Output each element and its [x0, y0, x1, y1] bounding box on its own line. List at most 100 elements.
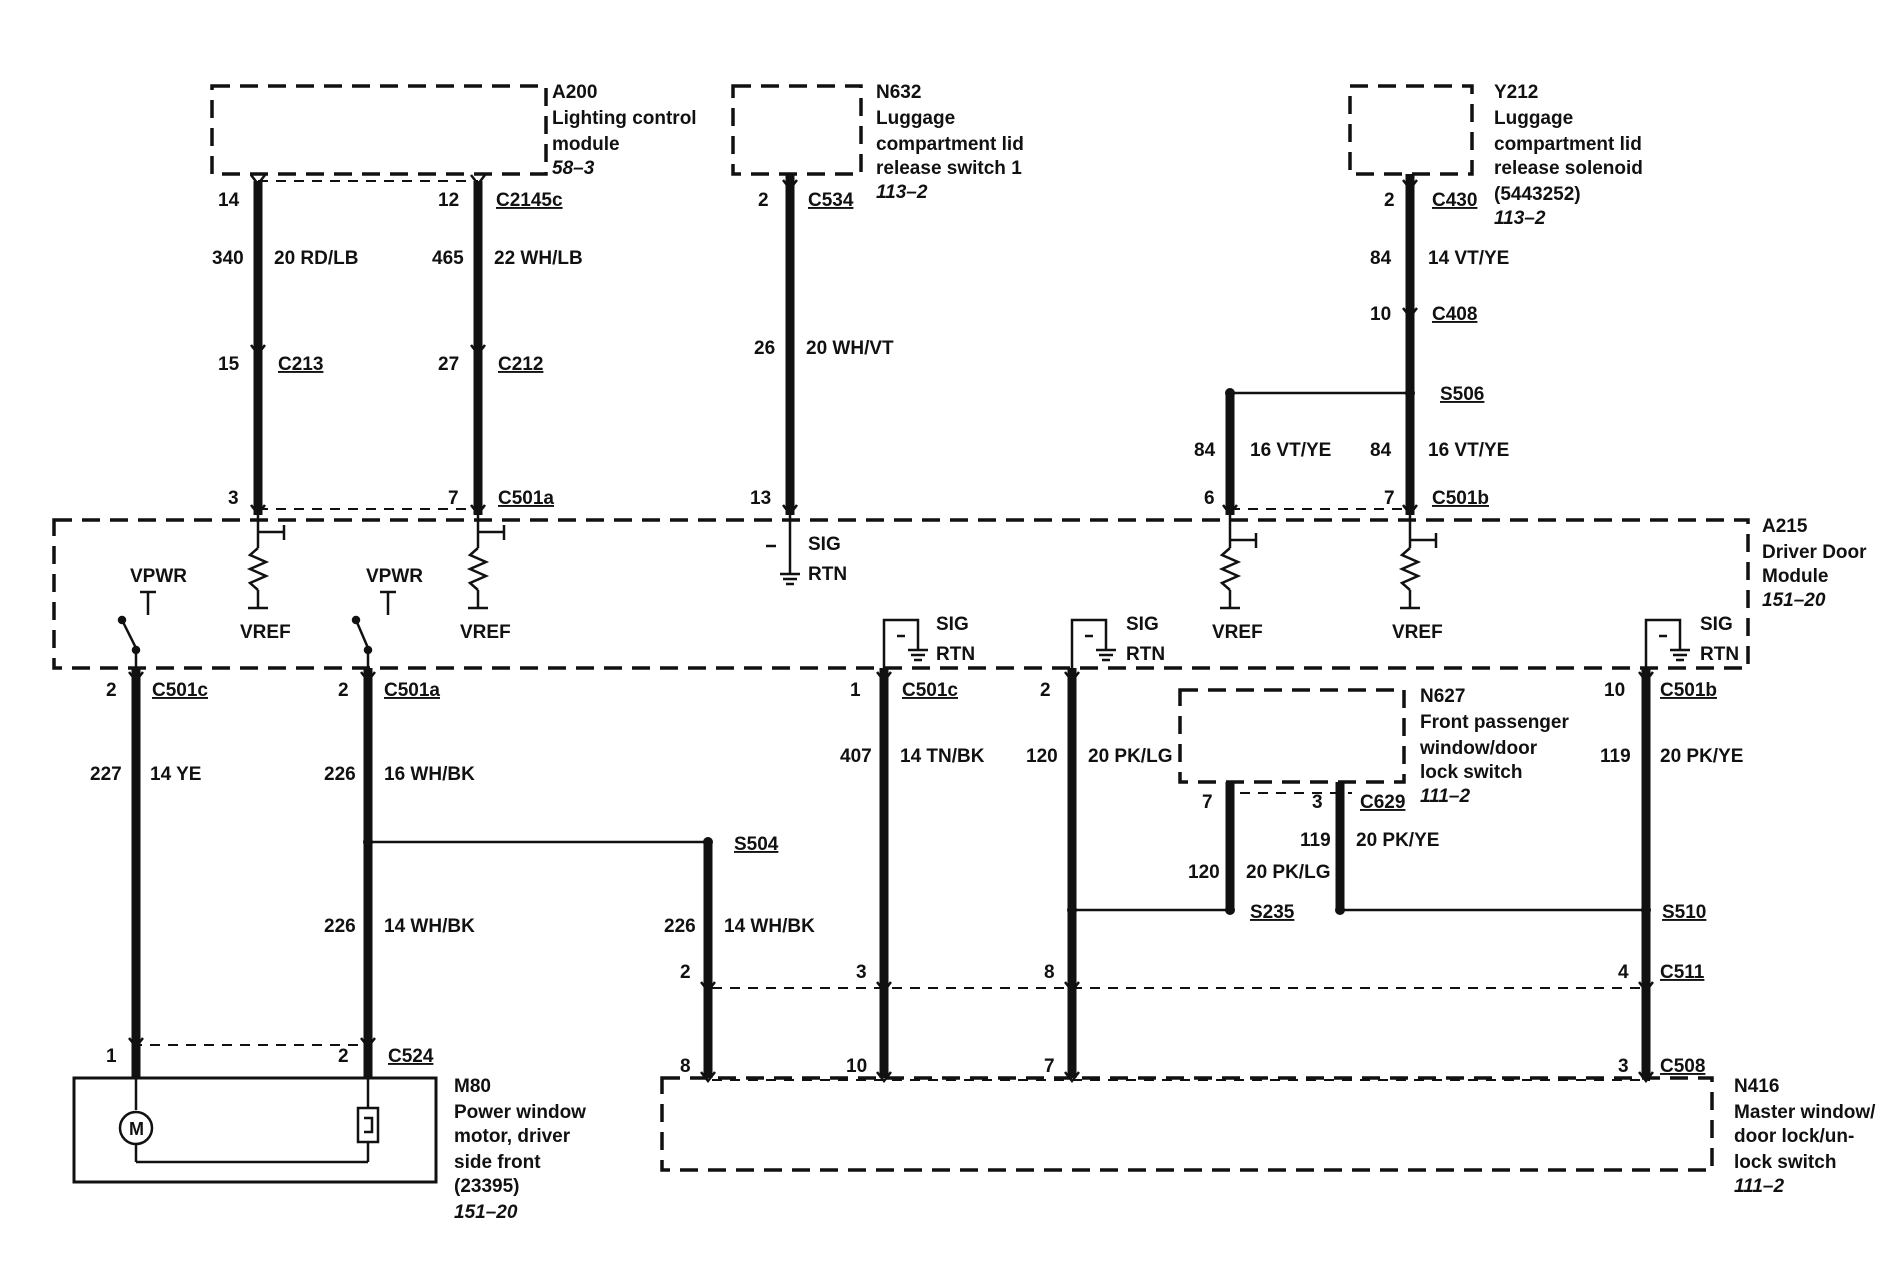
svg-text:M: M: [129, 1119, 144, 1139]
n627-label: N627 Front passenger window/door lock sw…: [1419, 686, 1569, 807]
svg-text:Luggage: Luggage: [876, 108, 955, 129]
connector-c501c-right: C501c: [902, 680, 958, 701]
wire-20pklg-a: 20 PK/LG: [1088, 746, 1172, 767]
sig-label-1: SIG: [808, 534, 841, 555]
pin-8-c511: 8: [1044, 962, 1055, 983]
connector-c501b-right: C501b: [1660, 680, 1717, 701]
svg-text:lock switch: lock switch: [1734, 1152, 1836, 1173]
svg-text:113–2: 113–2: [876, 182, 928, 203]
circuit-84a: 84: [1370, 248, 1392, 269]
pin-7a: 7: [448, 488, 459, 509]
splice-s504-dot: [363, 837, 373, 847]
svg-text:Front passenger: Front passenger: [1420, 712, 1569, 733]
splice-s504: S504: [734, 834, 779, 855]
sig-label-4: SIG: [1700, 614, 1733, 635]
svg-text:lock switch: lock switch: [1420, 762, 1522, 783]
connector-c524: C524: [388, 1046, 434, 1067]
wire-20pkye-a: 20 PK/YE: [1660, 746, 1743, 767]
circuit-407: 407: [840, 746, 872, 767]
pin-10-c501b: 10: [1604, 680, 1625, 701]
wire-14whbk-a: 14 WH/BK: [384, 916, 475, 937]
pin-3-n627: 3: [1312, 792, 1323, 813]
vref-label-2: VREF: [460, 622, 511, 643]
vpwr-switch-2: [351, 590, 396, 668]
pin-10-c408: 10: [1370, 304, 1391, 325]
vpwr-switch-1: [117, 590, 156, 668]
a200-box: [210, 84, 548, 176]
pin-12: 12: [438, 190, 459, 211]
svg-text:(5443252): (5443252): [1494, 184, 1581, 205]
y212-label: Y212 Luggage compartment lid release sol…: [1494, 82, 1643, 229]
splice-s510-end: [1335, 905, 1345, 915]
pin-14: 14: [218, 190, 240, 211]
svg-text:release solenoid: release solenoid: [1494, 158, 1643, 179]
circuit-465: 465: [432, 248, 464, 269]
svg-text:Lighting control: Lighting control: [552, 108, 697, 129]
a215-box: [52, 518, 1750, 670]
wire-16whbk: 16 WH/BK: [384, 764, 475, 785]
vref-label-3: VREF: [1212, 622, 1263, 643]
pin-3: 3: [228, 488, 239, 509]
pin-3-c511: 3: [856, 962, 867, 983]
circuit-227: 227: [90, 764, 122, 785]
sig-label-2: SIG: [936, 614, 969, 635]
vpwr-label-2: VPWR: [366, 566, 423, 587]
a200-label: A200 Lighting control module 58–3: [552, 82, 697, 179]
wire-20pklg-b: 20 PK/LG: [1246, 862, 1330, 883]
circuit-119a: 119: [1600, 746, 1631, 767]
svg-text:N416: N416: [1734, 1076, 1779, 1097]
wire-14tnbk: 14 TN/BK: [900, 746, 985, 767]
svg-text:release switch 1: release switch 1: [876, 158, 1022, 179]
m80-box: [72, 1076, 438, 1184]
splice-s235-dot: [1067, 905, 1077, 915]
connector-c511: C511: [1660, 962, 1705, 983]
circuit-226a: 226: [324, 764, 356, 785]
connector-c408: C408: [1432, 304, 1477, 325]
vref-label-1: VREF: [240, 622, 291, 643]
sig-label-3: SIG: [1126, 614, 1159, 635]
connector-c501a-left: C501a: [384, 680, 440, 701]
sig-rtn-box-2: [882, 618, 928, 668]
rtn-label-2: RTN: [936, 644, 975, 665]
connector-c501a-top: C501a: [498, 488, 554, 509]
pin-7-n627: 7: [1202, 792, 1213, 813]
svg-text:151–20: 151–20: [1762, 590, 1826, 611]
connector-c2145c: C2145c: [496, 190, 563, 211]
sig-rtn-n632-symbol: [766, 515, 800, 586]
splice-s235: S235: [1250, 902, 1295, 923]
connector-c501c-left: C501c: [152, 680, 208, 701]
circuit-226c: 226: [664, 916, 696, 937]
rtn-label-1: RTN: [808, 564, 847, 585]
m80-label: M80 Power window motor, driver side fron…: [454, 1076, 586, 1223]
circuit-226b: 226: [324, 916, 356, 937]
vpwr-label-1: VPWR: [130, 566, 187, 587]
circuit-340: 340: [212, 248, 244, 269]
pin-8-c508: 8: [680, 1056, 691, 1077]
pin-2-c501a: 2: [338, 680, 349, 701]
wire-22whlb: 22 WH/LB: [494, 248, 583, 269]
wire-20pkye-b: 20 PK/YE: [1356, 830, 1439, 851]
circuit-120b: 120: [1188, 862, 1220, 883]
circuit-84b: 84: [1194, 440, 1216, 461]
pin-7b: 7: [1384, 488, 1395, 509]
sig-rtn-box-3: [1070, 618, 1116, 668]
n416-box: [660, 1076, 1714, 1172]
svg-text:58–3: 58–3: [552, 158, 595, 179]
rtn-label-4: RTN: [1700, 644, 1739, 665]
pin-2-c524: 2: [338, 1046, 349, 1067]
connector-c212: C212: [498, 354, 543, 375]
svg-text:151–20: 151–20: [454, 1202, 518, 1223]
vref-resistor-2: [466, 515, 506, 610]
y212-box: [1348, 84, 1474, 176]
svg-text:(23395): (23395): [454, 1176, 520, 1197]
vref-resistor-4: [1398, 515, 1438, 610]
n632-label: N632 Luggage compartment lid release swi…: [876, 82, 1024, 203]
svg-text:M80: M80: [454, 1076, 491, 1097]
circuit-26: 26: [754, 338, 775, 359]
svg-text:111–2: 111–2: [1734, 1176, 1784, 1197]
pin-2-c501c: 2: [106, 680, 117, 701]
connector-ticks-bottom: [128, 671, 1654, 1084]
svg-text:Master window/: Master window/: [1734, 1102, 1876, 1123]
splice-s235-end: [1225, 905, 1235, 915]
connector-c508: C508: [1660, 1056, 1705, 1077]
